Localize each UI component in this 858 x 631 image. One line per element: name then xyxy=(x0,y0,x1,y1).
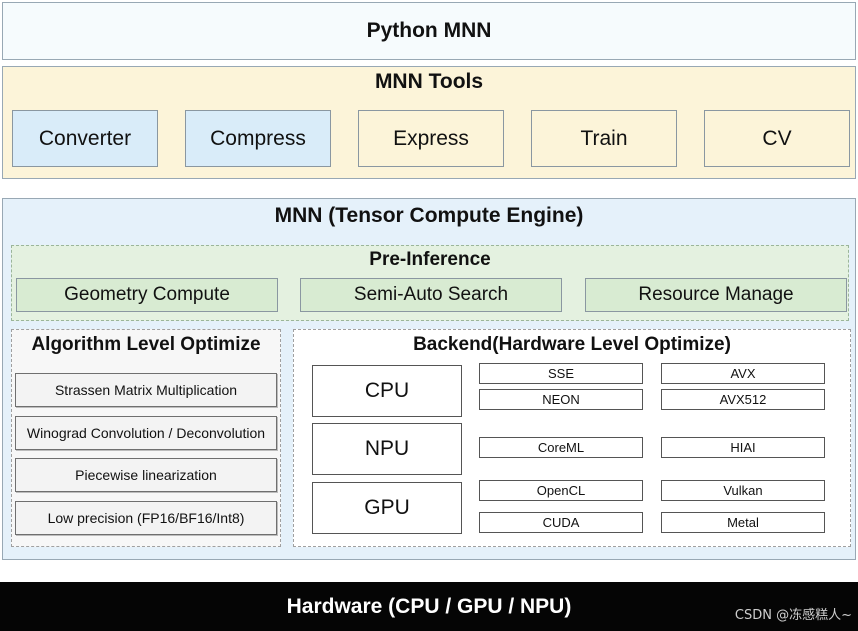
chip-sse: SSE xyxy=(479,363,643,384)
pre-inference-panel: Pre-Inference Geometry Compute Semi-Auto… xyxy=(11,245,849,321)
backend-title: Backend(Hardware Level Optimize) xyxy=(413,334,731,355)
algo-item-low-precision: Low precision (FP16/BF16/Int8) xyxy=(15,501,277,535)
chip-coreml: CoreML xyxy=(479,437,643,458)
chip-metal-label: Metal xyxy=(727,515,759,530)
mnn-tools-title: MNN Tools xyxy=(374,70,484,93)
chip-coreml-label: CoreML xyxy=(537,440,585,455)
backend-npu-box: NPU xyxy=(312,423,462,475)
algo-item-winograd-label: Winograd Convolution / Deconvolution xyxy=(26,425,266,441)
chip-avx-label: AVX xyxy=(730,366,756,381)
chip-avx512: AVX512 xyxy=(661,389,825,410)
chip-opencl-label: OpenCL xyxy=(536,483,586,498)
backend-cpu-label: CPU xyxy=(364,379,410,402)
tool-train-label: Train xyxy=(580,126,628,150)
backend-gpu-label: GPU xyxy=(364,496,410,519)
chip-avx512-label: AVX512 xyxy=(719,392,767,407)
hardware-label: Hardware (CPU / GPU / NPU) xyxy=(286,594,572,618)
geometry-compute-label: Geometry Compute xyxy=(64,284,230,305)
python-mnn-label: Python MNN xyxy=(366,19,492,42)
algo-item-piecewise: Piecewise linearization xyxy=(15,458,277,492)
tool-express-label: Express xyxy=(393,126,469,150)
hardware-layer: Hardware (CPU / GPU / NPU) xyxy=(0,582,858,631)
chip-hiai-label: HIAI xyxy=(730,440,756,455)
chip-neon: NEON xyxy=(479,389,643,410)
backend-gpu-box: GPU xyxy=(312,482,462,534)
chip-neon-label: NEON xyxy=(542,392,580,407)
tool-cv-label: CV xyxy=(762,126,792,150)
algorithm-optimize-title: Algorithm Level Optimize xyxy=(31,334,261,355)
chip-vulkan-label: Vulkan xyxy=(723,483,763,498)
algorithm-optimize-panel: Algorithm Level Optimize Strassen Matrix… xyxy=(11,329,281,547)
tool-express: Express xyxy=(358,110,504,167)
geometry-compute-box: Geometry Compute xyxy=(16,278,278,312)
backend-cpu-box: CPU xyxy=(312,365,462,417)
backend-panel: Backend(Hardware Level Optimize) CPU SSE… xyxy=(293,329,851,547)
tool-compress: Compress xyxy=(185,110,331,167)
mnn-engine-panel: MNN (Tensor Compute Engine) Pre-Inferenc… xyxy=(2,198,856,560)
semi-auto-search-box: Semi-Auto Search xyxy=(300,278,562,312)
tool-train: Train xyxy=(531,110,677,167)
algo-item-low-precision-label: Low precision (FP16/BF16/Int8) xyxy=(47,510,245,526)
engine-title: MNN (Tensor Compute Engine) xyxy=(274,204,584,227)
tool-converter: Converter xyxy=(12,110,158,167)
tool-compress-label: Compress xyxy=(210,126,306,150)
algo-item-piecewise-label: Piecewise linearization xyxy=(75,467,217,483)
backend-npu-label: NPU xyxy=(364,437,410,460)
chip-hiai: HIAI xyxy=(661,437,825,458)
resource-manage-label: Resource Manage xyxy=(638,284,794,305)
chip-opencl: OpenCL xyxy=(479,480,643,501)
algo-item-winograd: Winograd Convolution / Deconvolution xyxy=(15,416,277,450)
pre-inference-title: Pre-Inference xyxy=(369,249,491,270)
chip-cuda-label: CUDA xyxy=(542,515,580,530)
chip-metal: Metal xyxy=(661,512,825,533)
python-mnn-layer: Python MNN xyxy=(2,2,856,60)
mnn-tools-panel: MNN Tools Converter Compress Express Tra… xyxy=(2,66,856,179)
semi-auto-search-label: Semi-Auto Search xyxy=(353,284,509,305)
chip-vulkan: Vulkan xyxy=(661,480,825,501)
algo-item-strassen: Strassen Matrix Multiplication xyxy=(15,373,277,407)
chip-avx: AVX xyxy=(661,363,825,384)
chip-sse-label: SSE xyxy=(547,366,574,381)
algo-item-strassen-label: Strassen Matrix Multiplication xyxy=(54,382,238,398)
resource-manage-box: Resource Manage xyxy=(585,278,847,312)
csdn-watermark: CSDN @冻感糕人~ xyxy=(734,608,852,623)
tool-converter-label: Converter xyxy=(38,126,132,150)
chip-cuda: CUDA xyxy=(479,512,643,533)
tool-cv: CV xyxy=(704,110,850,167)
